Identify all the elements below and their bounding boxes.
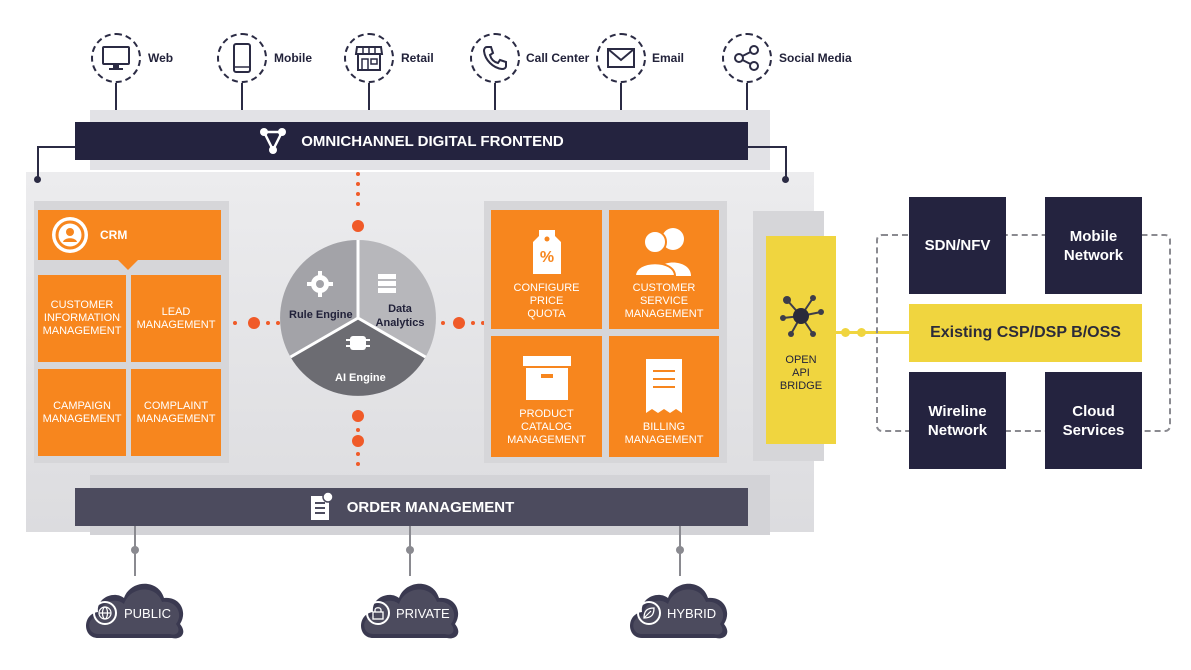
channel-social-media — [722, 33, 772, 83]
channel-label-email: Email — [652, 51, 685, 65]
connector — [494, 83, 496, 123]
svg-text:%: % — [539, 249, 553, 266]
module-configure-price-quota: % CONFIGURE PRICE QUOTA — [491, 210, 602, 329]
connector — [115, 83, 117, 123]
crm-icon — [52, 217, 88, 253]
channel-label-retail: Retail — [401, 51, 434, 65]
people-icon — [633, 228, 691, 276]
module-billing: BILLING MANAGEMENT — [609, 336, 719, 457]
cloud-hybrid — [630, 583, 728, 639]
network-nodes-icon — [260, 128, 287, 154]
omnichannel-frontend-bar: OMNICHANNEL DIGITAL FRONTEND — [75, 122, 748, 160]
lock-icon — [366, 601, 390, 625]
channel-label-web: Web — [148, 51, 174, 65]
crm-pointer — [118, 260, 138, 270]
module-product-catalog: PRODUCT CATALOG MANAGEMENT — [491, 336, 602, 457]
connector-dot — [34, 176, 41, 183]
bridge-label: OPEN API BRIDGE — [779, 354, 823, 392]
crm-module-customer-information: CUSTOMER INFORMATION MANAGEMENT — [38, 275, 126, 362]
order-title: ORDER MANAGEMENT — [346, 498, 515, 516]
envelope-icon — [607, 48, 635, 68]
module-customer-service: CUSTOMER SERVICE MANAGEMENT — [609, 210, 719, 329]
document-icon — [310, 492, 333, 520]
cloud-label-private: PRIVATE — [396, 606, 450, 621]
channel-email — [596, 33, 646, 83]
channel-label-call-center: Call Center — [526, 51, 590, 65]
data-analytics-label: Data Analytics — [375, 303, 425, 329]
smartphone-icon — [233, 43, 251, 73]
frontend-title: OMNICHANNEL DIGITAL FRONTEND — [301, 132, 564, 150]
crm-module-campaign: CAMPAIGN MANAGEMENT — [38, 369, 126, 456]
connector — [746, 83, 748, 123]
external-dashed-frame — [876, 234, 1171, 432]
connector — [620, 83, 622, 123]
cloud-label-public: PUBLIC — [124, 606, 171, 621]
bridge-connector — [836, 331, 912, 334]
external-wireline-network: Wireline Network — [909, 372, 1006, 469]
channel-label-mobile: Mobile — [274, 51, 312, 65]
connector — [37, 146, 39, 179]
price-tag-icon: % — [532, 230, 561, 274]
brain-chip-icon — [346, 336, 370, 350]
channel-web — [91, 33, 141, 83]
archive-box-icon — [522, 356, 571, 400]
open-api-bridge: OPEN API BRIDGE — [766, 236, 836, 444]
rule-engine-label: Rule Engine — [289, 309, 353, 321]
connector — [785, 146, 787, 179]
crm-module-complaint: COMPLAINT MANAGEMENT — [131, 369, 221, 456]
connector — [241, 83, 243, 123]
globe-icon — [93, 601, 117, 625]
storefront-icon — [354, 46, 384, 71]
monitor-icon — [102, 46, 130, 70]
ai-engine-label: AI Engine — [335, 372, 386, 384]
crm-header: CRM — [38, 210, 221, 260]
receipt-icon — [646, 359, 682, 413]
connector — [368, 83, 370, 123]
share-icon — [734, 45, 759, 71]
connector-dot — [782, 176, 789, 183]
order-management-bar: ORDER MANAGEMENT — [75, 488, 748, 526]
gear-icon — [307, 271, 333, 297]
connector-dot — [841, 328, 850, 337]
phone-icon — [482, 46, 507, 71]
cloud-public — [86, 583, 184, 639]
channel-label-social-media: Social Media — [779, 51, 852, 65]
cloud-private — [361, 583, 459, 639]
channel-call-center — [470, 33, 520, 83]
connector — [747, 146, 787, 148]
external-sdn-nfv: SDN/NFV — [909, 197, 1006, 294]
hub-icon — [780, 295, 824, 337]
connector — [37, 146, 77, 148]
server-icon — [378, 274, 396, 293]
external-mobile-network: Mobile Network — [1045, 197, 1142, 294]
leaf-icon — [637, 601, 661, 625]
crm-title: CRM — [100, 228, 128, 242]
engine-circle — [280, 240, 436, 396]
existing-bss-oss: Existing CSP/DSP B/OSS — [909, 304, 1142, 362]
channel-retail — [344, 33, 394, 83]
crm-module-lead: LEAD MANAGEMENT — [131, 275, 221, 362]
connector-dot — [857, 328, 866, 337]
channel-mobile — [217, 33, 267, 83]
external-cloud-services: Cloud Services — [1045, 372, 1142, 469]
cloud-label-hybrid: HYBRID — [667, 606, 717, 621]
